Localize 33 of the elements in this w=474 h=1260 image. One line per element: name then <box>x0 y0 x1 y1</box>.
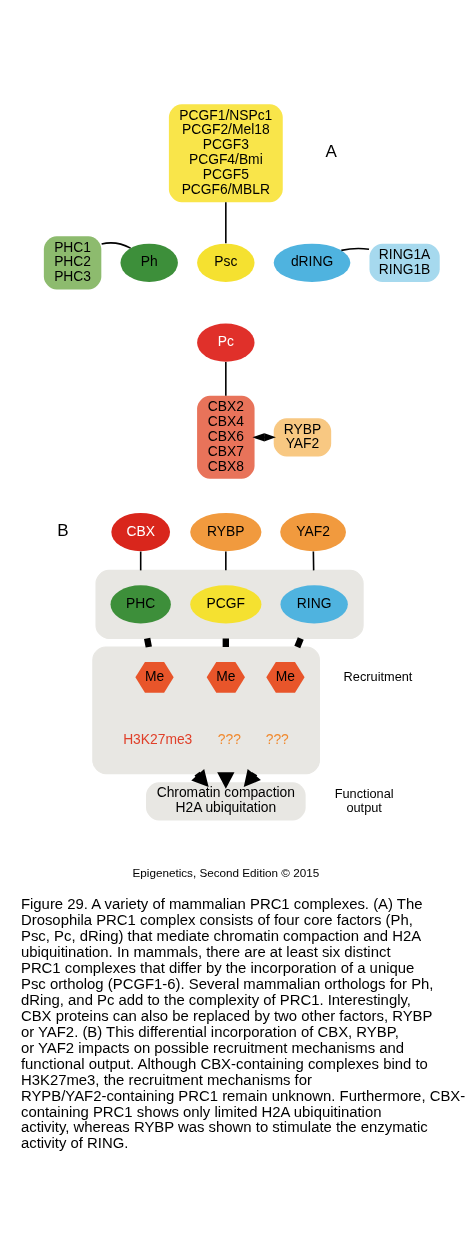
node-box: RYBP YAF2 <box>273 417 332 456</box>
label: A <box>325 141 337 161</box>
connector <box>225 201 227 244</box>
node-ellipse: PCGF <box>190 584 262 624</box>
node-box: Chromatin compaction H2A ubiquitation <box>146 781 306 820</box>
node-box: RING1A RING1B <box>369 243 440 282</box>
label: B <box>57 520 69 540</box>
connector <box>340 247 370 251</box>
node-ellipse: Ph <box>120 243 178 282</box>
node-ellipse: YAF2 <box>280 512 346 551</box>
connector <box>312 550 315 571</box>
node-ellipse: RYBP <box>190 512 262 551</box>
connector <box>222 638 230 647</box>
connector <box>100 241 132 249</box>
node-label: Functional output <box>334 785 394 815</box>
node-ellipse: dRING <box>273 243 351 282</box>
node-box: PCGF1/NSPc1 PCGF2/Mel18 PCGF3 PCGF4/Bmi PCGF5 PCGF6/MBLR <box>168 103 283 202</box>
node-box: PHC1 PHC2 PHC3 <box>43 235 102 289</box>
connector <box>144 637 152 648</box>
caption: Figure 29. A variety of mammalian PRC1 complexes. (A) The Drosophila PRC1 complex consists of four core factors (Ph, Psc, Pc, dRing) that mediate chromatin compaction and H2A ubiquitination. In mammals, there are at least six distinct PRC1 complexes that differ by the incorporation of a unique Psc ortholog (PCGF1-6). Several mammalian orthologs for Ph, dRing, and Pc add to the complexity of PRC1. Interestingly, CBX proteins can also be replaced by two other factors, RYBP or YAF2. (B) This differential incorporation of CBX, RYBP, or YAF2 impacts on possible recruitment mechanisms and functional output. Although CBX-containing complexes bind to H3K27me3, the recruitment mechanisms for RYPB/YAF2-containing PRC1 remain unknown. Furthermore, CBX-containing PRC1 shows only limited H2A ubiquitination activity, whereas RYBP was shown to stimulate the enzymatic activity of RING. <box>20 895 466 1151</box>
label: Epigenetics, Second Edition © 2015 <box>132 865 320 879</box>
node-ellipse: Pc <box>197 323 255 362</box>
node-ellipse: RING <box>280 584 348 624</box>
node-ellipse: Psc <box>197 243 255 282</box>
connector <box>225 360 227 397</box>
connector <box>139 550 142 571</box>
connector <box>225 550 227 571</box>
node-label: Recruitment <box>343 668 413 684</box>
cluster <box>95 569 364 639</box>
node-box: CBX2 CBX4 CBX6 CBX7 CBX8 <box>197 395 255 479</box>
node-ellipse: CBX <box>111 512 171 551</box>
connector <box>294 636 304 648</box>
node-ellipse: PHC <box>110 584 171 624</box>
